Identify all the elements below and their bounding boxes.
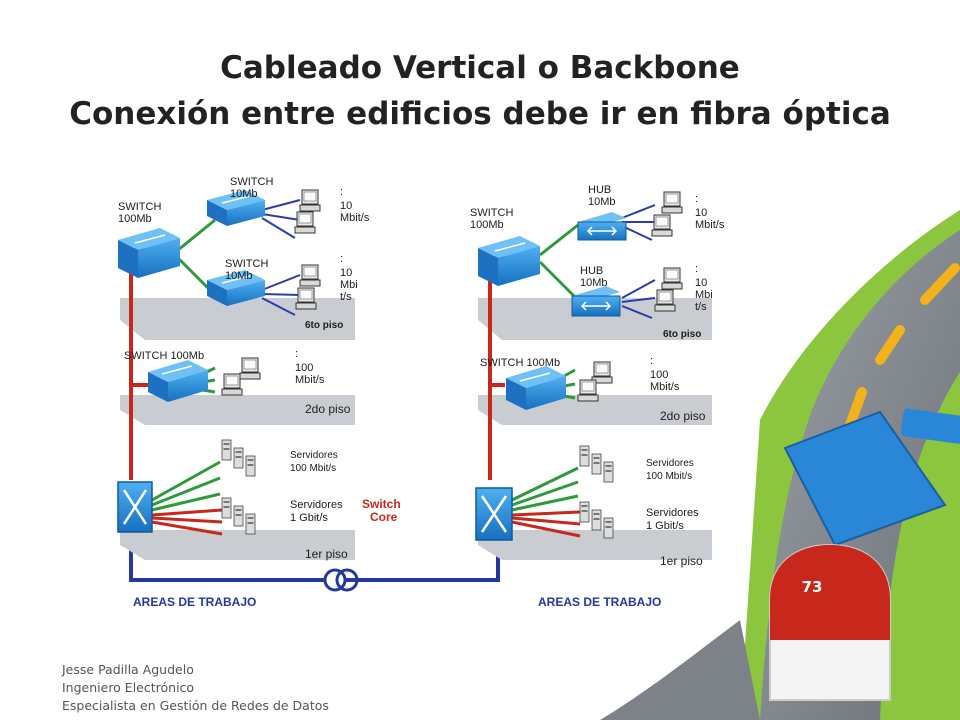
floor-1-label: 1er piso xyxy=(660,554,703,568)
floor-2-label: 2do piso xyxy=(305,402,351,416)
server-icon xyxy=(233,447,244,469)
slide-title-line-1: Cableado Vertical o Backbone xyxy=(220,50,740,86)
server-icon xyxy=(603,517,614,539)
areas-label-right: AREAS DE TRABAJO xyxy=(538,595,661,609)
page-number: 73 xyxy=(802,578,823,596)
switch-b-icon xyxy=(207,270,265,306)
footer-name: Jesse Padilla Agudelo xyxy=(62,662,194,677)
pc-icon xyxy=(295,287,317,310)
switch-core-icon xyxy=(475,487,513,541)
slide-title-line-2: Conexión entre edificios debe ir en fibr… xyxy=(69,96,891,132)
floor-2-label: 2do piso xyxy=(660,409,706,423)
pc-icon xyxy=(239,357,261,380)
hub-b-icon xyxy=(571,286,621,317)
footer-role: Ingeniero Electrónico xyxy=(62,680,195,695)
server-icon xyxy=(591,509,602,531)
pc-icon xyxy=(577,379,599,402)
server-icon xyxy=(579,501,590,523)
server-icon xyxy=(221,497,232,519)
switch-main-icon xyxy=(478,236,540,286)
floor-6-label: 6to piso xyxy=(663,329,701,340)
pc-icon xyxy=(654,289,676,312)
server-icon xyxy=(221,439,232,461)
pc-icon xyxy=(299,189,321,212)
server-icon xyxy=(245,455,256,477)
server-icon xyxy=(233,505,244,527)
areas-label-left: AREAS DE TRABAJO xyxy=(133,595,256,609)
pc-icon xyxy=(651,214,673,237)
floor-6-label: 6to piso xyxy=(305,320,343,331)
hub-a-icon xyxy=(577,212,627,241)
server-icon xyxy=(245,513,256,535)
server-icon xyxy=(603,461,614,483)
switch-2do-label: SWITCH 100Mb xyxy=(480,357,560,369)
pc-icon xyxy=(299,264,321,287)
pc-icon xyxy=(221,373,243,396)
server-icon xyxy=(579,445,590,467)
floor-1-label: 1er piso xyxy=(305,547,348,561)
switch-2do-label: SWITCH 100Mb xyxy=(124,350,204,362)
pc-icon xyxy=(661,191,683,214)
footer-specialty: Especialista en Gestión de Redes de Dato… xyxy=(62,698,329,713)
server-icon xyxy=(591,453,602,475)
switch-a-icon xyxy=(207,190,265,226)
switch-core-icon xyxy=(117,481,153,533)
switch-main-icon xyxy=(118,228,180,278)
pc-icon xyxy=(294,211,316,234)
switch-2do-icon xyxy=(148,360,208,402)
pc-icon xyxy=(661,267,683,290)
road-sign xyxy=(783,408,960,547)
switch-2do-icon xyxy=(506,366,566,410)
milestone-marker: 73 xyxy=(769,543,891,701)
